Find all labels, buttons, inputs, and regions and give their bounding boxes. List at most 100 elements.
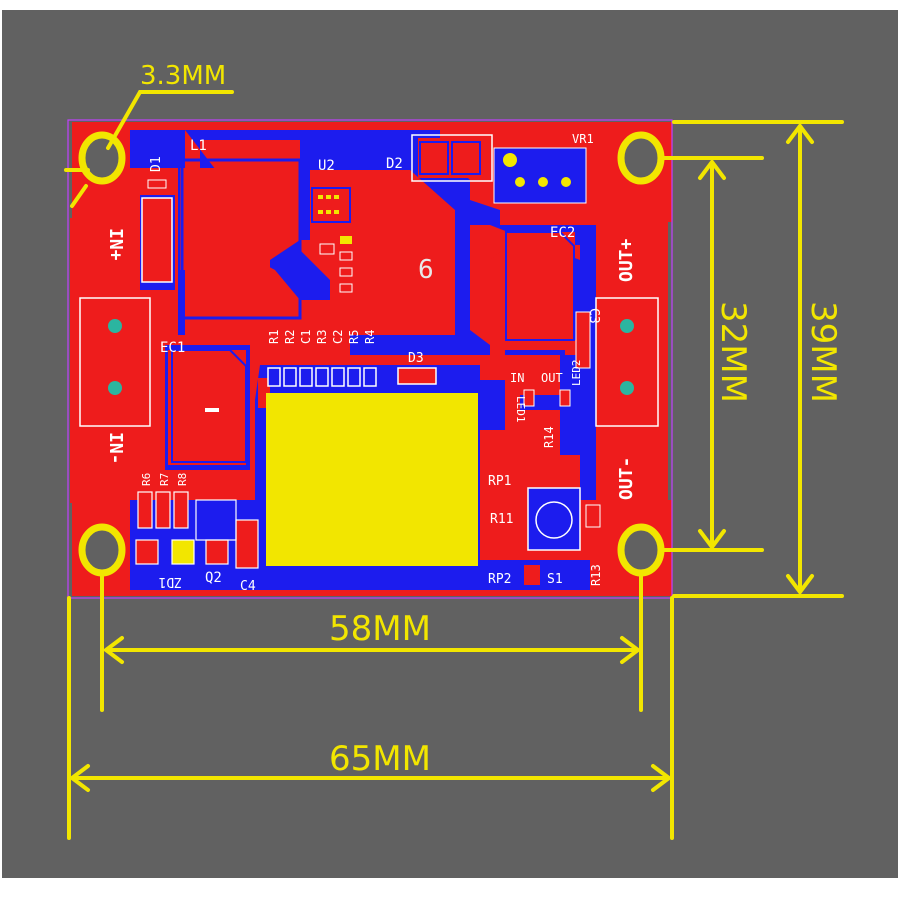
- designator-r4: R4: [363, 330, 377, 344]
- bottom-left-parts: [135, 491, 259, 569]
- designator-r1: R1: [267, 330, 281, 344]
- ec1-pad: [168, 350, 246, 465]
- designator-r6: R6: [140, 473, 153, 486]
- outer-height-arrow-top: [786, 122, 814, 144]
- d3-pads: [397, 367, 437, 385]
- designator-d2: D2: [386, 156, 403, 172]
- designator-led1: LED1: [514, 396, 527, 423]
- d1-diode: [141, 197, 173, 283]
- resistor-array-top: [267, 367, 377, 387]
- designator-c2: C2: [331, 330, 345, 344]
- dimension-labels: 3.3MM 58MM 65MM 32MM 39MM: [140, 61, 843, 779]
- s1-pads: [524, 565, 540, 585]
- terminal-out-minus: OUT-: [616, 457, 637, 500]
- hole-top-right: [617, 131, 665, 185]
- designator-ec2: EC2: [550, 225, 575, 241]
- hole-top-left: [78, 131, 126, 185]
- in-minus-screw: [108, 381, 122, 395]
- designator-l1: L1: [190, 138, 207, 154]
- designator-r8: R8: [176, 473, 189, 486]
- outer-width-arrow-right: [651, 764, 673, 792]
- blue-region-top-left: [130, 130, 185, 335]
- hole-dimension-label: 3.3MM: [140, 61, 226, 91]
- designator-r3: R3: [315, 330, 329, 344]
- d2-outline: [411, 134, 493, 182]
- hole-bottom-right: [617, 523, 665, 577]
- s1-button: [535, 501, 573, 539]
- right-pour-lower: [500, 300, 575, 350]
- main-ic-pad: [266, 393, 478, 566]
- hole-leader-line: [106, 90, 234, 150]
- out-minus-screw: [620, 381, 634, 395]
- designator-r14: R14: [542, 426, 556, 448]
- d2-pad-a: [419, 141, 449, 175]
- designator-r11: R11: [490, 512, 513, 527]
- vr1-adjust: [503, 153, 517, 167]
- inner-height-label: 32MM: [713, 301, 753, 403]
- designator-ec1: EC1: [160, 340, 185, 356]
- designator-c4: C4: [240, 579, 256, 594]
- silkscreen-labels: 6 L1 U2 D1 D2 D3 VR1 EC1 EC2 C3 C4 Q2 ZD…: [105, 132, 637, 594]
- terminal-in-plus: IN+: [105, 228, 126, 261]
- inner-height-arrow-top: [698, 158, 726, 180]
- vr1-pin-1: [513, 175, 527, 189]
- ec1-mark: [205, 408, 219, 412]
- u2-small-pads: [319, 236, 353, 293]
- designator-d3: D3: [408, 351, 424, 366]
- designator-c1: C1: [299, 330, 313, 344]
- r13-pad: [585, 504, 601, 528]
- designator-d1: D1: [149, 156, 164, 172]
- copper-number: 6: [418, 255, 434, 285]
- copper-islands: [168, 138, 575, 465]
- led-out-label: OUT: [541, 371, 563, 385]
- in-terminal-block: [79, 297, 151, 427]
- u2-pour: [335, 170, 455, 330]
- outer-height-label: 39MM: [803, 301, 843, 403]
- u2-chip: [311, 187, 351, 223]
- hole-leader-cross: [64, 168, 90, 208]
- inner-width-arrow-right: [620, 636, 642, 664]
- u2-pins: [318, 195, 339, 214]
- vr1-pin-2: [536, 175, 550, 189]
- out-terminal-pad: [596, 218, 668, 503]
- board-outline: [67, 119, 673, 599]
- designator-r2: R2: [283, 330, 297, 344]
- ec2-outline: [505, 231, 575, 341]
- inner-width-arrow-left: [102, 636, 124, 664]
- led2-pad: [559, 389, 571, 407]
- out-plus-screw: [620, 319, 634, 333]
- vr1-pin-3: [559, 175, 573, 189]
- in-plus-screw: [108, 319, 122, 333]
- d2-pad-b: [451, 141, 481, 175]
- dimension-annotations: [64, 90, 844, 840]
- designator-rp2: RP2: [488, 572, 511, 587]
- designator-c3: C3: [586, 308, 601, 324]
- designator-r7: R7: [158, 473, 171, 486]
- led1-pad: [523, 389, 535, 407]
- designator-r5: R5: [347, 330, 361, 344]
- inner-height-arrow-bottom: [698, 529, 726, 551]
- hole-bottom-left: [78, 523, 126, 577]
- designator-r13: R13: [589, 564, 603, 586]
- terminal-out-plus: OUT+: [616, 238, 637, 282]
- designator-rp1: RP1: [488, 474, 511, 489]
- in-terminal-pad: [70, 218, 145, 503]
- designator-vr1: VR1: [572, 132, 594, 146]
- designator-led2: LED2: [570, 360, 583, 387]
- inductor-pad: [180, 168, 300, 310]
- outer-height-arrow-bottom: [786, 574, 814, 596]
- outer-width-label: 65MM: [329, 739, 431, 779]
- terminal-in-minus: IN-: [105, 432, 126, 465]
- out-terminal-block: [595, 297, 659, 427]
- designator-zd1: ZD1: [159, 574, 182, 589]
- mounting-holes: [78, 131, 665, 577]
- pcb-board: [67, 119, 673, 599]
- led-in-label: IN: [510, 371, 524, 385]
- ec2-outline-fill: [490, 232, 570, 300]
- d1-pads: [147, 179, 167, 189]
- c3-pad: [575, 311, 591, 369]
- designator-q2: Q2: [205, 570, 222, 586]
- outer-width-arrow-left: [68, 764, 90, 792]
